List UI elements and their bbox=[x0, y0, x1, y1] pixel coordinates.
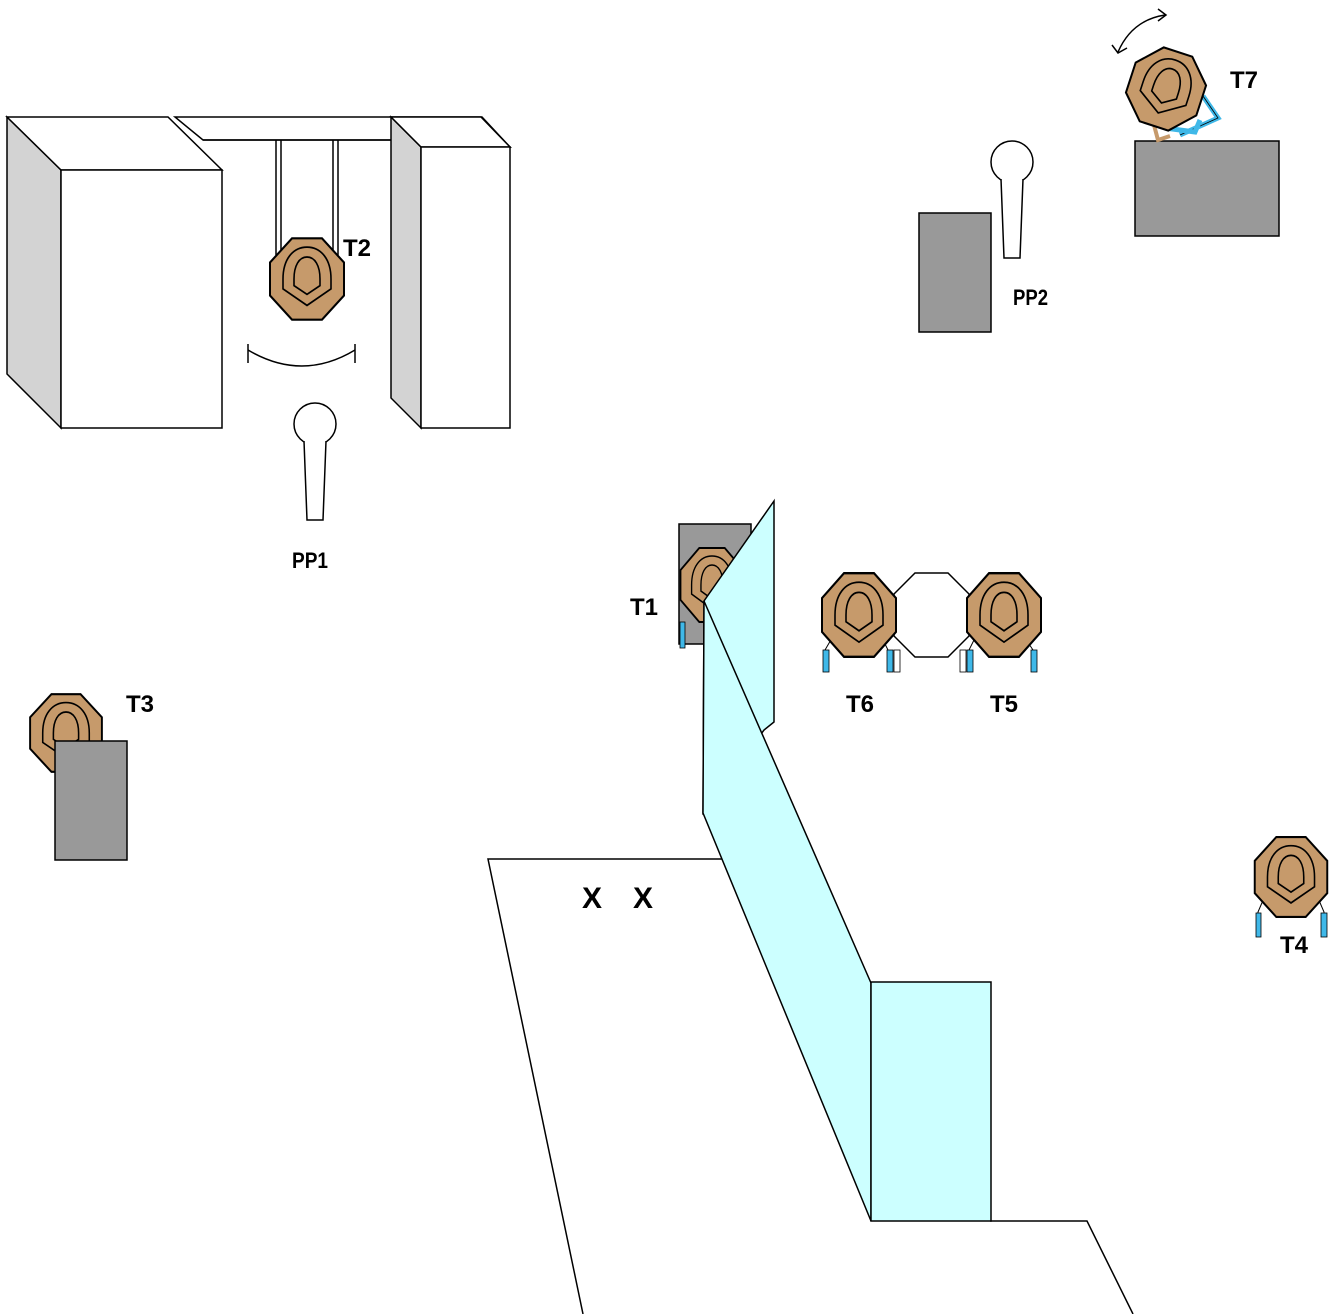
paper-target-icon bbox=[1253, 835, 1329, 919]
swing-arrow-icon bbox=[1111, 8, 1168, 54]
barrel-icon bbox=[1134, 140, 1280, 237]
right-wall bbox=[389, 115, 512, 430]
shooting-area-outline bbox=[487, 858, 1134, 1314]
barrel-icon bbox=[54, 740, 128, 861]
shooting-mark-1: X bbox=[582, 882, 602, 915]
label-t5: T5 bbox=[990, 691, 1018, 718]
popper-icon bbox=[292, 401, 338, 522]
no-shoot-target bbox=[893, 572, 970, 658]
label-t1: T1 bbox=[630, 594, 658, 621]
target-t1-legs bbox=[679, 621, 686, 649]
shooting-mark-2: X bbox=[633, 882, 653, 915]
label-t7: T7 bbox=[1230, 67, 1258, 94]
label-t3: T3 bbox=[126, 691, 154, 718]
swing-arrow-icon bbox=[247, 344, 356, 367]
label-pp1: PP1 bbox=[292, 548, 328, 573]
label-t6: T6 bbox=[846, 691, 874, 718]
label-pp2: PP2 bbox=[1013, 285, 1048, 310]
left-wall bbox=[5, 115, 224, 430]
label-t2: T2 bbox=[343, 235, 371, 262]
paper-target-icon bbox=[820, 572, 898, 658]
glass-wall bbox=[702, 498, 992, 1222]
popper-icon bbox=[989, 139, 1035, 260]
paper-target-icon bbox=[965, 572, 1043, 658]
paper-target-icon bbox=[268, 237, 346, 321]
target-t2-hangers bbox=[275, 140, 339, 255]
barrel-icon bbox=[918, 212, 992, 333]
label-t4: T4 bbox=[1280, 932, 1309, 959]
